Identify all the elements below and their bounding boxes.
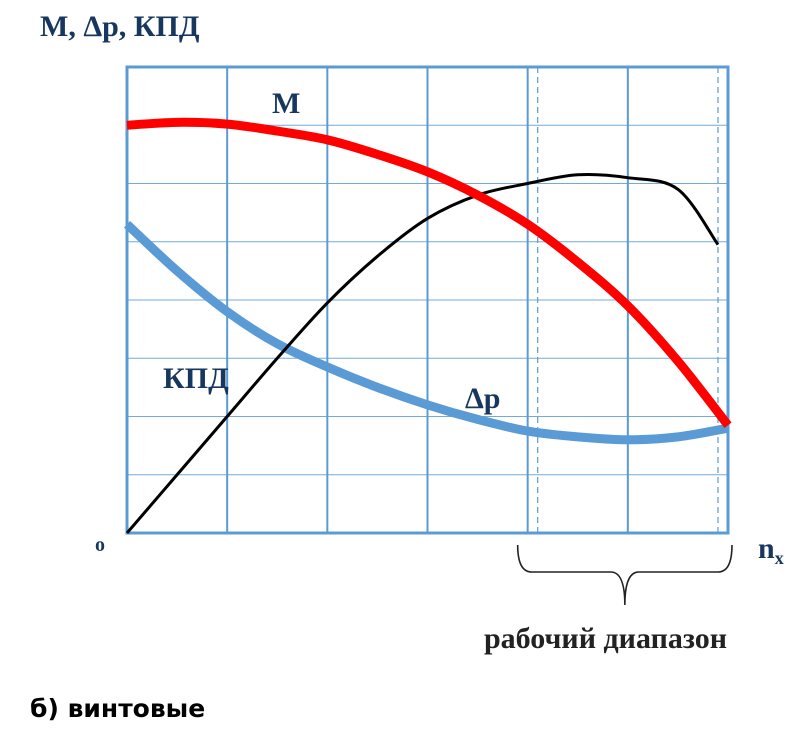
working-range-label: рабочий диапазон <box>484 622 727 655</box>
series-label-pressure: Δp <box>465 382 501 415</box>
series-line-pressure <box>123 220 729 445</box>
plot-frame <box>125 65 730 535</box>
series-label-efficiency: КПД <box>163 362 229 395</box>
figure-caption: б) винтовые <box>30 694 206 723</box>
origin-label: o <box>95 534 105 556</box>
y-axis-label: M, Δp, КПД <box>40 10 200 43</box>
x-axis-label: nx <box>758 532 784 568</box>
series-line-m <box>126 117 732 429</box>
working-range-brace <box>516 544 733 606</box>
series-label-m: M <box>272 87 300 120</box>
series-line-efficiency <box>125 172 720 534</box>
series-layer <box>123 117 732 534</box>
